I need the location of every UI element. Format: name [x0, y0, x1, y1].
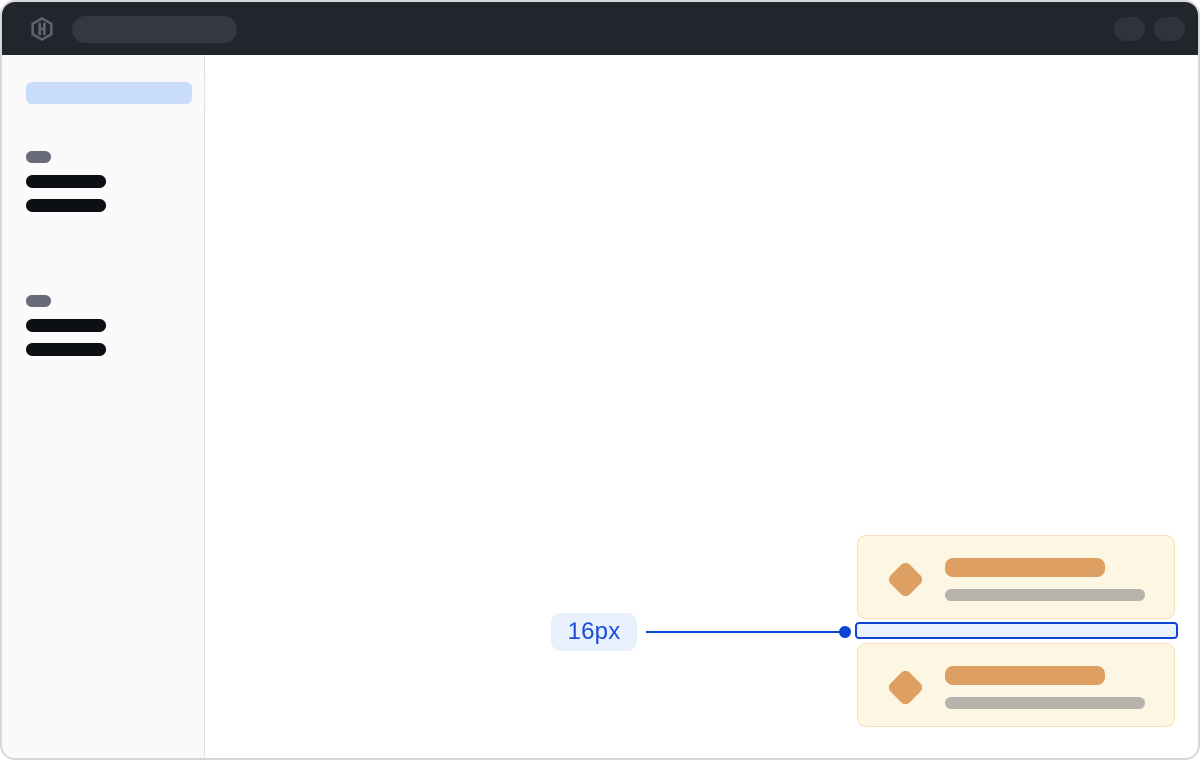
user-menu-skeleton[interactable]: [1154, 17, 1185, 41]
side-nav: [2, 55, 205, 758]
nav-item-skeleton[interactable]: [26, 175, 106, 188]
diamond-icon: [886, 668, 925, 707]
toast-text-skeleton: [945, 589, 1145, 601]
toast: [857, 535, 1175, 619]
nav-item-skeleton[interactable]: [26, 199, 106, 212]
help-button-skeleton[interactable]: [1114, 17, 1145, 41]
spacing-gap-highlight: [855, 622, 1178, 639]
toast: [857, 643, 1175, 727]
search-input-skeleton[interactable]: [72, 16, 237, 43]
top-nav-bar: [2, 2, 1198, 55]
nav-group-label-skeleton: [26, 295, 51, 307]
active-nav-item-skeleton[interactable]: [26, 82, 192, 104]
nav-item-skeleton[interactable]: [26, 319, 106, 332]
measurement-line: [646, 631, 843, 633]
toast-title-skeleton: [945, 666, 1105, 685]
hashicorp-logo-icon: [29, 16, 55, 42]
toast-text-skeleton: [945, 697, 1145, 709]
nav-group-label-skeleton: [26, 151, 51, 163]
main-content: [206, 55, 1198, 758]
toast-title-skeleton: [945, 558, 1105, 577]
measurement-dot: [839, 626, 851, 638]
measurement-label: 16px: [551, 613, 637, 651]
diamond-icon: [886, 560, 925, 599]
nav-item-skeleton[interactable]: [26, 343, 106, 356]
